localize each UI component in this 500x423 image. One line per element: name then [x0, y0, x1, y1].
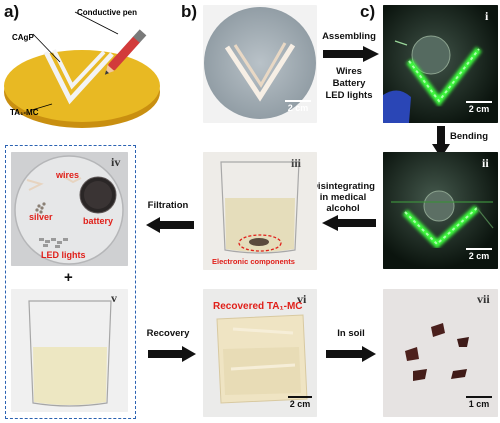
- panel-vi-numeral: vi: [297, 292, 307, 306]
- electronic-components-label: Electronic components: [212, 257, 295, 266]
- panel-vi-title: Recovered TA₁-MC: [213, 301, 303, 312]
- panel-iv-numeral: iv: [111, 155, 121, 169]
- panel-c-i-scalebar: 2 cm: [463, 101, 495, 114]
- assembling-item-2: Battery: [332, 78, 366, 89]
- panel-v-numeral: v: [111, 291, 117, 305]
- panel-b-letter: b): [181, 2, 198, 21]
- disintegrating-arrow: [322, 215, 376, 231]
- disintegrating-line-2: in medical: [319, 192, 367, 203]
- bending-label: Bending: [450, 131, 488, 142]
- recovery-arrow: [148, 346, 196, 362]
- cagp-label: CAgP: [12, 33, 34, 42]
- plus-sign: +: [64, 269, 73, 286]
- assembling-arrow: [323, 46, 379, 62]
- panel-c-ii-photo: ii 2 cm: [383, 152, 498, 269]
- in-soil-label: In soil: [337, 328, 365, 339]
- panel-vii-scalebar: 1 cm: [463, 396, 495, 409]
- substrate-label: TA₁-MC: [10, 108, 39, 117]
- panel-c-i-numeral: i: [485, 9, 489, 23]
- panel-c-letter: c): [360, 2, 376, 21]
- assembling-title: Assembling: [322, 31, 376, 42]
- iv-battery-label: battery: [83, 216, 114, 226]
- electronic-components-circle: [238, 234, 282, 252]
- iv-wires-label: wires: [56, 170, 80, 180]
- panel-b-scalebar: 2 cm: [283, 100, 313, 113]
- panel-a-letter: a): [4, 2, 20, 21]
- panel-b-photo: 2 cm: [203, 5, 317, 123]
- panel-iii-photo: iii: [203, 152, 317, 270]
- iv-led-label: LED lights: [41, 250, 86, 260]
- panel-iv-photo: iv wires silver battery LED lights: [11, 152, 128, 266]
- panel-c-ii-scalebar: 2 cm: [463, 248, 495, 261]
- panel-vii-numeral: vii: [477, 292, 490, 306]
- panel-c-i-photo: i 2 cm: [383, 5, 498, 123]
- disintegrating-line-3: alcohol: [326, 203, 360, 214]
- pen-label: Conductive pen: [77, 8, 138, 17]
- in-soil-arrow: [326, 346, 376, 362]
- filtration-arrow: [146, 217, 194, 233]
- panel-vi-scalebar: 2 cm: [285, 396, 315, 409]
- bending-arrow: [432, 126, 450, 158]
- panel-vi-photo: vi Recovered TA₁-MC 2 cm: [203, 289, 317, 417]
- iv-silver-label: silver: [29, 212, 53, 222]
- panel-iii-numeral: iii: [291, 156, 302, 170]
- filtration-label: Filtration: [147, 200, 189, 211]
- recovered-components-box: [5, 145, 136, 419]
- assembling-item-1: Wires: [336, 66, 362, 77]
- panel-a-schematic: [4, 11, 160, 128]
- recovery-label: Recovery: [146, 328, 190, 339]
- disintegrating-line-1: Disintegrating: [311, 181, 375, 192]
- panel-c-ii-numeral: ii: [482, 156, 489, 170]
- panel-v-photo: v: [11, 289, 128, 412]
- panel-vii-photo: vii 1 cm: [383, 289, 498, 417]
- assembling-item-3: LED lights: [325, 90, 373, 101]
